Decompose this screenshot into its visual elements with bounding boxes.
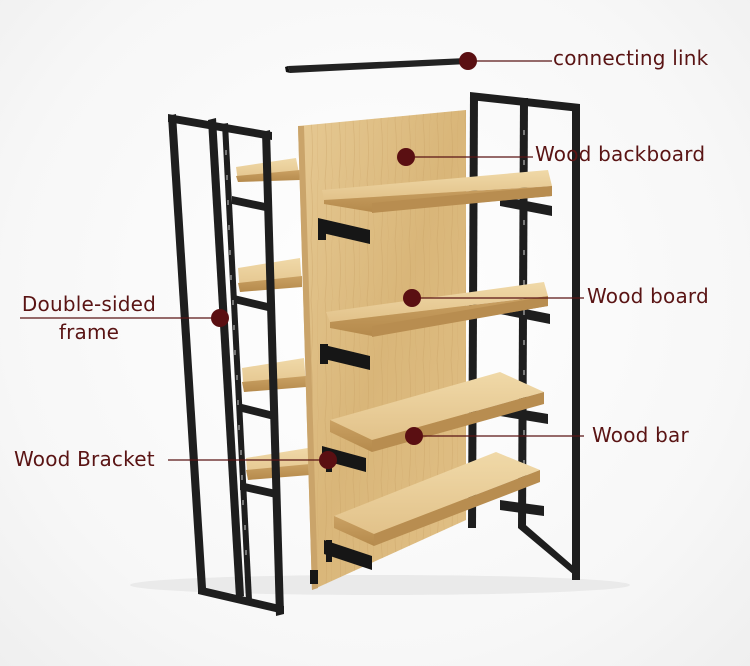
label-double-sided-frame: Double-sided frame <box>14 290 164 346</box>
label-wood-bracket: Wood Bracket <box>14 448 155 471</box>
connecting-link-part <box>285 58 468 73</box>
marker-wood-backboard <box>397 148 415 166</box>
marker-wood-board <box>403 289 421 307</box>
marker-connecting-link <box>459 52 477 70</box>
label-wood-backboard: Wood backboard <box>535 143 705 166</box>
marker-wood-bar <box>405 427 423 445</box>
label-connecting-link: connecting link <box>553 47 708 70</box>
label-wood-bar: Wood bar <box>592 424 689 447</box>
marker-wood-bracket <box>319 451 337 469</box>
label-wood-board: Wood board <box>587 285 709 308</box>
marker-double-sided-frame <box>211 309 229 327</box>
